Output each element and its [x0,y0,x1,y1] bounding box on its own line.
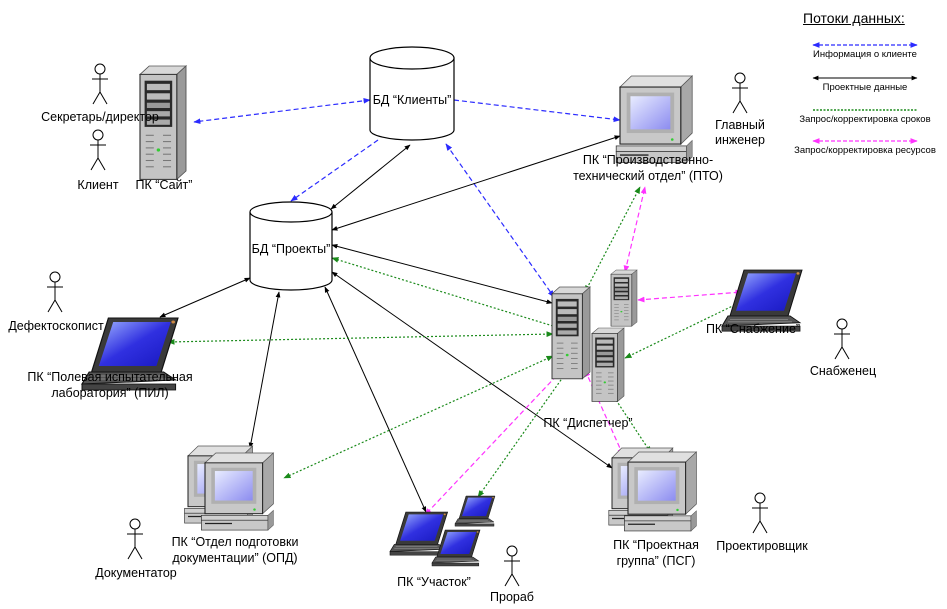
node-pil-label-1: ПК “Полевая испытательная [27,370,193,384]
actor-secretary-label: Секретарь/директор [41,110,159,124]
db-clients[interactable] [369,46,455,141]
laptop-uchastok-1-icon[interactable] [389,511,448,556]
node-pto-label-1: ПК “Производственно- [582,153,714,167]
flow-clients-dispatcher [445,143,555,298]
actor-foreman-label: Прораб [490,590,534,604]
flow-server2-psg [615,399,652,454]
actor-supplier-label: Снабженец [809,364,877,378]
monitor-psg-front-icon[interactable] [623,451,698,532]
flow-dispatcher-projects [331,244,553,304]
actor-designer-icon [751,492,769,534]
node-pil-label-2: лаборатория” (ПИЛ) [51,386,169,400]
actor-defectoscopist-icon [46,271,64,313]
actor-client-icon [89,129,107,171]
flow-dispatcher-uchastok-res [424,369,563,516]
actor-documenter-icon [126,518,144,560]
flow-pto-projects [331,135,621,231]
legend-label-schedule: Запрос/корректировка сроков [799,114,931,125]
flow-server1-pto [623,186,647,273]
flow-server1-supply [637,289,743,303]
db-projects[interactable] [249,201,333,291]
legend-lines [812,42,918,144]
legend-label-project-data: Проектные данные [822,82,908,93]
legend-label-client-info: Информация о клиенте [813,49,917,60]
node-uchastok-label: ПК “Участок” [397,575,471,589]
node-pto-label-2: технический отдел” (ПТО) [573,169,723,183]
flow-opd-projects [248,291,281,449]
db-projects-label: БД “Проекты” [251,242,331,256]
node-opd-label-1: ПК “Отдел подготовки [171,535,299,549]
legend-title: Потоки данных: [803,10,905,26]
legend-label-resources: Запрос/корректировка ресурсов [794,145,936,156]
flow-clients-projects [290,139,379,202]
monitor-pto-icon[interactable] [615,75,693,164]
actor-defectoscopist-label: Дефектоскопист [8,319,104,333]
node-psg-label-2: группа” (ПСГ) [616,554,696,568]
actor-designer-label: Проектировщик [716,539,808,553]
server-aux1-icon[interactable] [610,269,638,327]
flows-resources [424,186,743,516]
flow-clients-projects-data [330,144,411,210]
actor-secretary-icon [91,63,109,105]
monitor-opd-front-icon[interactable] [200,452,275,531]
node-dispatcher-label: ПК “Диспетчер” [543,416,633,430]
node-psg-label-1: ПК “Проектная [613,538,699,552]
flow-dispatcher-opd [283,355,554,479]
actor-chief-engineer-label-1: Главный [715,118,765,132]
laptop-uchastok-2-icon[interactable] [454,495,496,527]
node-supply-label: ПК “Снабжение” [705,322,801,336]
node-opd-label-2: документации” (ОПД) [172,551,298,565]
server-aux2-icon[interactable] [591,327,625,402]
actor-foreman-icon [503,545,521,587]
node-site-label: ПК “Сайт” [135,178,193,192]
flow-dispatcher-projects-schedule [331,257,554,327]
actor-supplier-icon [833,318,851,360]
actor-chief-engineer-label-2: инженер [714,133,765,147]
flow-clients-site [193,97,371,125]
actor-documenter-label: Документатор [95,566,177,580]
flow-clients-pto [453,99,621,123]
server-dispatcher-icon[interactable] [551,286,591,380]
actor-chief-engineer-icon [731,72,749,114]
flow-dispatcher-uchastok [477,369,569,498]
flow-dispatcher-pil [167,331,554,345]
actor-client-label: Клиент [77,178,119,192]
flow-pil-projects [159,277,251,318]
db-clients-label: БД “Клиенты” [372,93,452,107]
flow-uchastok-projects [324,286,427,513]
